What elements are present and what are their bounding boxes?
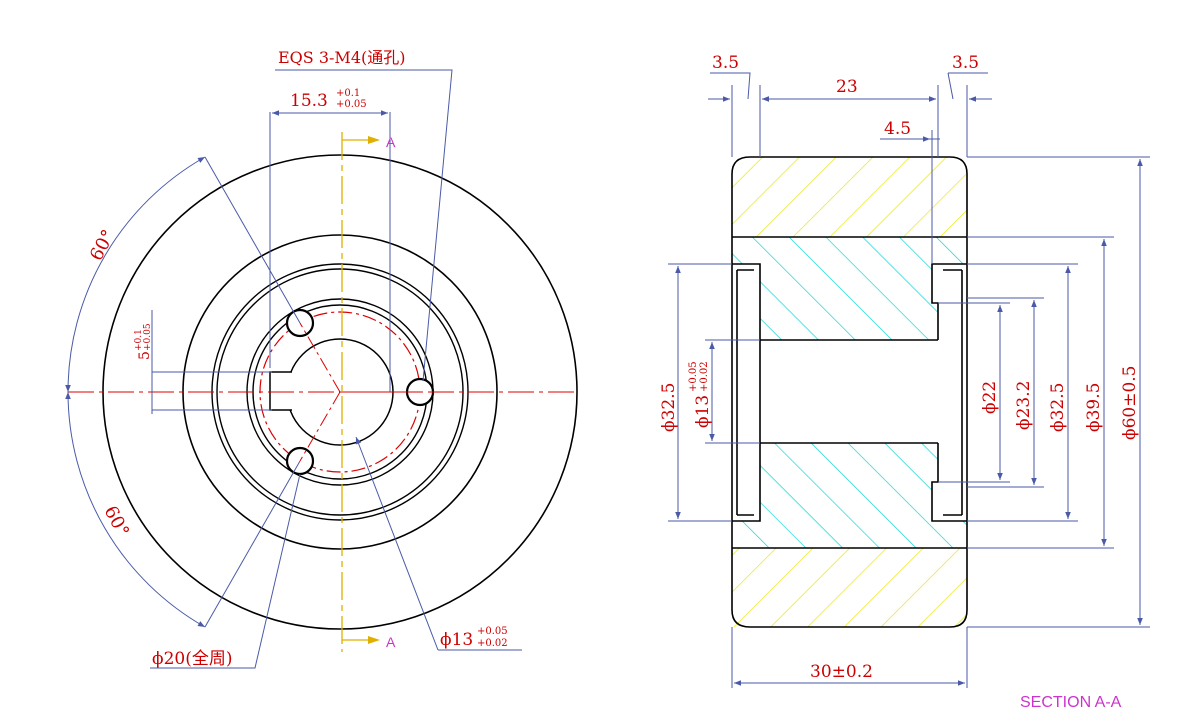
keyway-width-tol-upper: +0.1 [336,88,360,99]
dim-d39-5: ϕ39.5 [1084,383,1104,432]
pcd-note: ϕ20(全周) [152,649,232,669]
dim-step: 4.5 [884,119,911,139]
roller-outline [731,156,968,628]
dim-d23-2: ϕ23.2 [1014,381,1034,430]
dim-d32-5: ϕ32.5 [1048,383,1068,432]
keyway-width-dim: 15.3 [290,91,328,111]
dim-center-width: 23 [836,77,858,97]
hole-note: EQS 3-M4(通孔) [278,48,405,67]
angle-bottom-label: 60° [100,502,134,540]
hatch-outer-bottom [732,548,967,627]
dim-total-width: 30±0.2 [810,662,873,682]
dim-d60: ϕ60±0.5 [1120,366,1140,441]
hatch-outer-top [732,157,967,237]
hole-centerline-3 [299,391,341,462]
key-depth-tol-lower: +0.05 [143,323,153,351]
front-view: EQS 3-M4(通孔) 15.3 +0.1 +0.05 A A 60° 60°… [65,48,578,669]
hatch-inner-bottom [732,443,967,548]
bore-dim: ϕ13 [440,630,473,650]
dim-right-width: 3.5 [952,53,979,73]
key-depth-tol-upper: +0.1 [134,329,144,351]
hole-centerline-1 [299,322,341,393]
dim-bore-tol-upper: +0.05 [688,361,699,392]
dim-bore-dia: ϕ13 [693,395,713,428]
key-depth-dim: 5 [137,351,153,360]
dim-d22: ϕ22 [980,381,1000,414]
dim-left-dia: ϕ32.5 [659,383,679,432]
keyway [269,371,292,411]
section-mark-bottom: A [386,634,396,650]
dim-bore-tol-lower: +0.02 [699,361,710,392]
section-view: 3.5 23 3.5 4.5 30±0.2 ϕ32.5 ϕ13 +0.05 +0… [659,53,1150,711]
hatch-inner-top [732,237,967,340]
bore-tol-upper: +0.05 [477,626,508,637]
bore-tol-lower: +0.02 [477,638,508,649]
angle-top-label: 60° [86,226,120,264]
dim-left-width: 3.5 [712,53,739,73]
section-mark-top: A [386,134,396,150]
section-title: SECTION A-A [1020,694,1122,711]
keyway-width-tol-lower: +0.05 [336,99,367,110]
